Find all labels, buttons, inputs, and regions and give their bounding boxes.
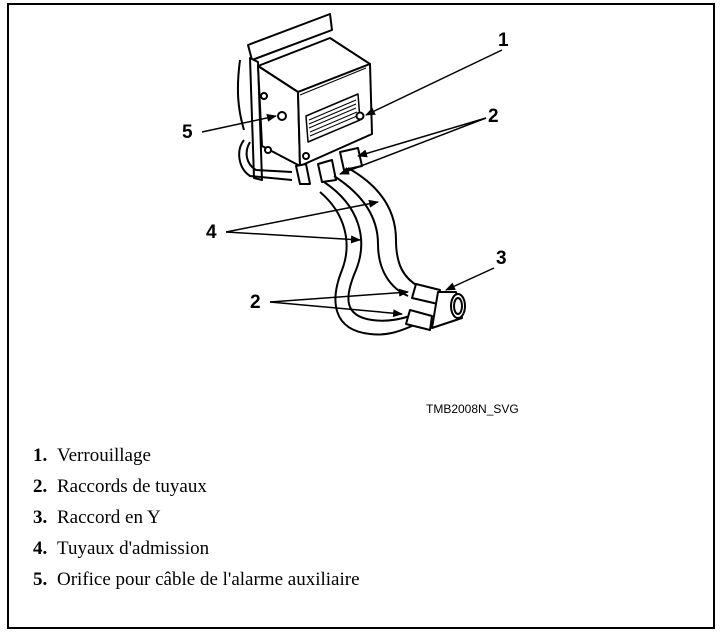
y-connector [405,283,466,331]
callout-2-lower: 2 [250,292,261,313]
legend-list: 1. Verrouillage 2. Raccords de tuyaux 3. Ra… [33,440,360,595]
legend-text: Raccord en Y [57,507,161,528]
figure-id: TMB2008N_SVG [426,402,519,416]
legend-text: Verrouillage [57,445,151,466]
legend-num: 3. [33,507,48,528]
legend-num: 2. [33,476,48,497]
callout-4: 4 [206,222,217,243]
legend-item-2: 2. Raccords de tuyaux [33,471,360,502]
mounting-bracket [247,13,333,181]
intake-hoses [319,167,419,336]
legend-text: Raccords de tuyaux [57,476,207,497]
legend-text: Tuyaux d'admission [57,538,210,559]
legend-item-1: 1. Verrouillage [33,440,360,471]
legend-num: 4. [33,538,48,559]
legend-item-3: 3. Raccord en Y [33,502,360,533]
callout-5: 5 [182,122,193,143]
legend-item-4: 4. Tuyaux d'admission [33,533,360,564]
leader-lines [201,49,503,318]
alarm-box [257,37,373,185]
legend-num: 5. [33,569,48,590]
callout-2-upper: 2 [488,106,499,127]
legend-num: 1. [33,445,48,466]
callout-3: 3 [496,248,507,269]
legend-text: Orifice pour câble de l'alarme auxiliair… [57,569,360,590]
legend-item-5: 5. Orifice pour câble de l'alarme auxilia… [33,564,360,595]
callout-1: 1 [498,30,509,51]
aux-cable [236,59,293,181]
